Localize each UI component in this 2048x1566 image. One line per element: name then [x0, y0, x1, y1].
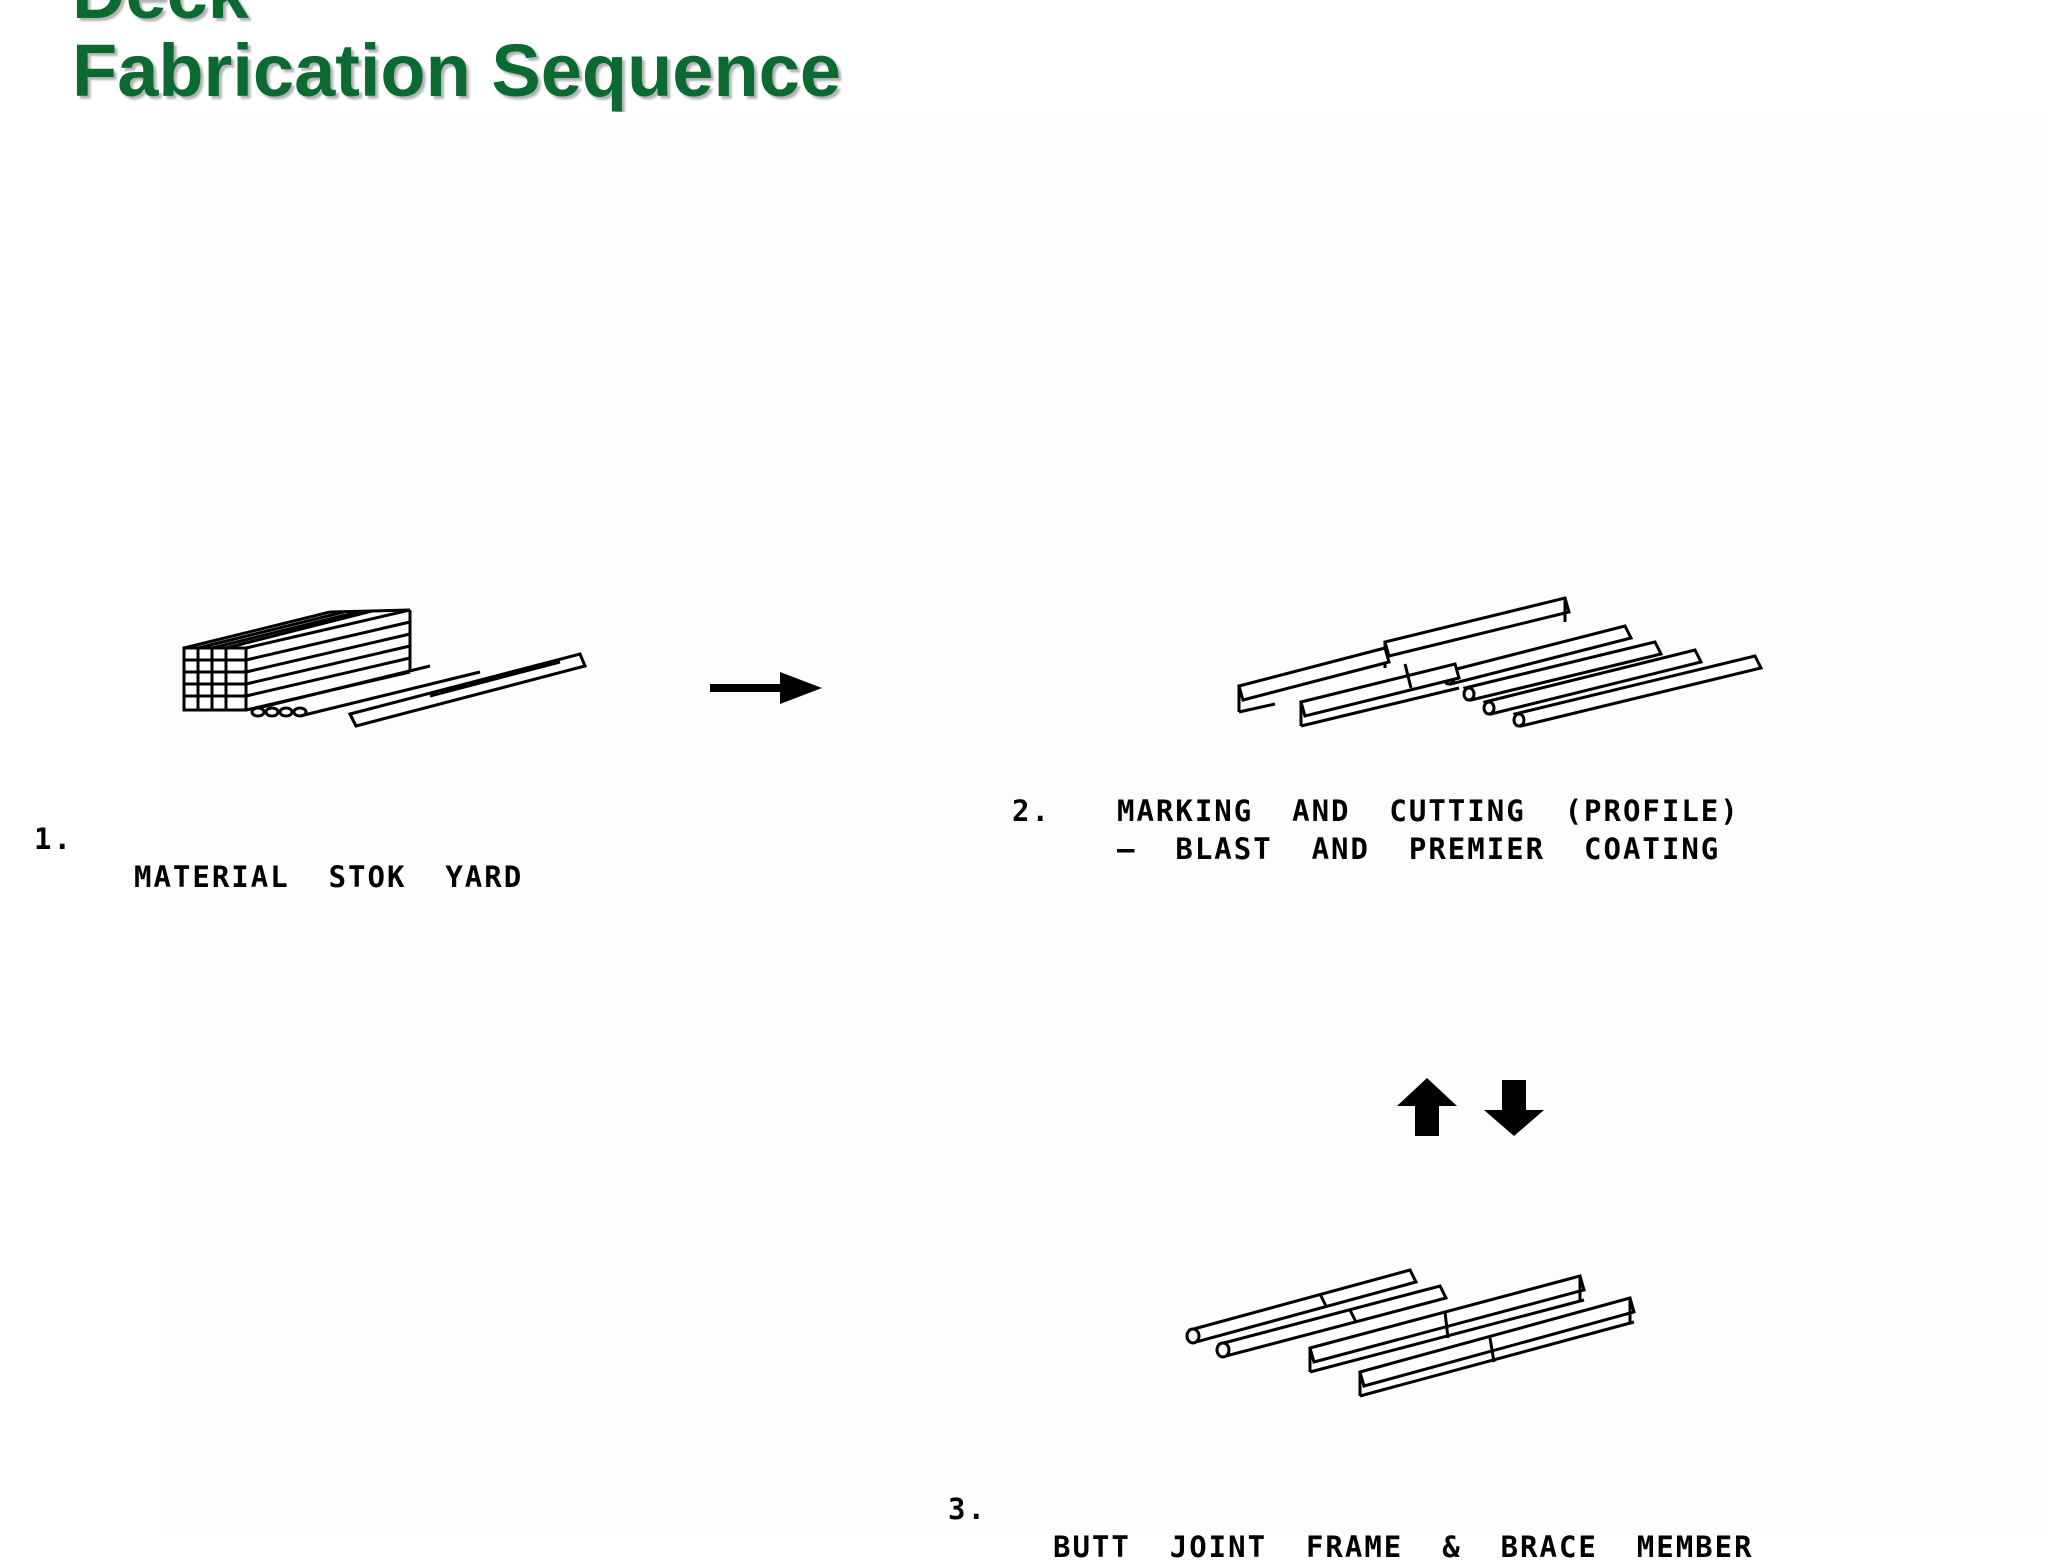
- step-2-number: 2.: [1012, 794, 1051, 828]
- marking-cutting-illustration: [1237, 596, 1764, 728]
- slide-title-line-1: Deck: [72, 0, 841, 32]
- slide-title-line-2: Fabrication Sequence: [72, 29, 841, 112]
- diagram-area: [160, 112, 2048, 1536]
- down-arrow-icon: [1484, 1080, 1544, 1136]
- right-arrow-icon: [710, 672, 822, 704]
- step-2-label: 2. MARKING AND CUTTING (PROFILE) — BLAST…: [1012, 792, 1738, 944]
- step-1-text: MATERIAL STOK YARD: [134, 860, 524, 894]
- slide-title: Deck Fabrication Sequence: [72, 0, 841, 110]
- step-2-text-line-2: — BLAST AND PREMIER COATING: [1117, 832, 1721, 866]
- step-1-number: 1.: [34, 822, 73, 856]
- step-3-text: BUTT JOINT FRAME & BRACE MEMBER: [1053, 1530, 1754, 1564]
- butt-joint-frame-illustration: [1185, 1268, 1636, 1398]
- step-1-label: 1. MATERIAL STOK YARD: [34, 782, 521, 896]
- step-3-label: 3. BUTT JOINT FRAME & BRACE MEMBER: [948, 1452, 1752, 1566]
- step-2-text-line-1: MARKING AND CUTTING (PROFILE): [1117, 794, 1740, 828]
- material-stock-yard-illustration: [182, 608, 588, 728]
- up-arrow-icon: [1397, 1078, 1457, 1136]
- step-3-number: 3.: [948, 1492, 987, 1526]
